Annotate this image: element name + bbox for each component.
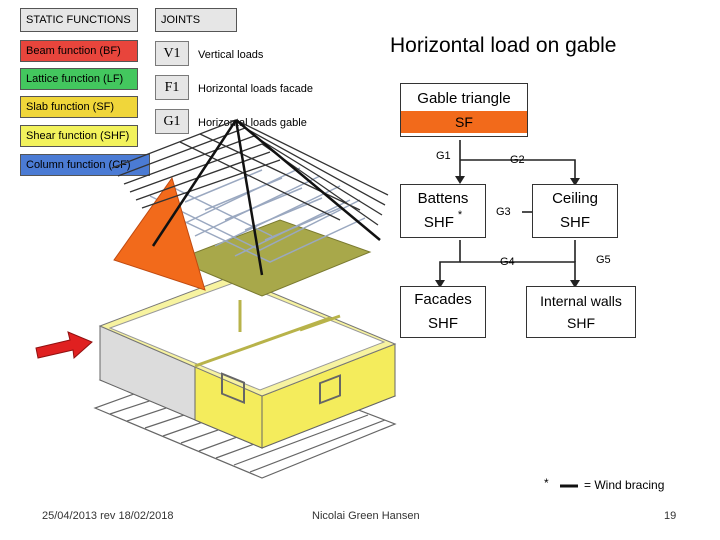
legend-beam-function: Beam function (BF): [20, 40, 138, 62]
battens-function: SHF: [423, 214, 454, 231]
battens-box: Battens SHF*: [400, 184, 486, 238]
joints-header: JOINTS: [155, 8, 237, 32]
wind-load-arrow: [35, 331, 93, 360]
joint-label-g2: G2: [510, 154, 525, 166]
legend-shear-function: Shear function (SHF): [20, 125, 138, 147]
internal-walls-function: SHF: [567, 315, 595, 331]
battens-title: Battens: [417, 190, 469, 207]
joint-label-g4: G4: [500, 256, 515, 268]
joint-code-f1: F1: [155, 75, 189, 100]
gable-triangle-function: SF: [401, 110, 527, 134]
joint-label-g3: G3: [496, 206, 511, 218]
joint-desc-v1: Vertical loads: [198, 49, 264, 61]
gable-triangle-title: Gable triangle: [417, 89, 511, 107]
ceiling-function: SHF: [560, 214, 590, 231]
ceiling-slab: [174, 219, 372, 297]
footer-page-number: 19: [664, 510, 677, 522]
battens-bracing-mark: *: [457, 209, 463, 221]
wind-bracing-note: = Wind bracing: [584, 478, 665, 492]
facades-box: Facades SHF: [400, 286, 486, 338]
wind-bracing: [151, 119, 381, 276]
roof-battens: [111, 119, 389, 226]
footer-date: 25/04/2013 rev 18/02/2018: [42, 510, 174, 522]
ground-floor-walls: [98, 275, 397, 449]
facades-function: SHF: [428, 315, 458, 332]
wind-bracing-star: *: [544, 476, 549, 490]
internal-walls-title: Internal walls: [540, 292, 622, 309]
ceiling-box: Ceiling SHF: [532, 184, 618, 238]
gable-triangle-box: Gable triangle SF: [400, 83, 528, 137]
joint-label-g1: G1: [436, 150, 451, 162]
static-functions-header: STATIC FUNCTIONS: [20, 8, 138, 32]
internal-walls-box: Internal walls SHF: [526, 286, 636, 338]
roof-trusses: [149, 167, 366, 263]
joint-code-g1: G1: [155, 109, 189, 134]
legend-column-function: Column function (CF): [20, 154, 150, 176]
flow-arrows: [439, 140, 576, 282]
joint-label-g5: G5: [596, 254, 611, 266]
legend-lattice-function: Lattice function (LF): [20, 68, 138, 90]
joint-code-v1: V1: [155, 41, 189, 66]
joint-desc-f1: Horizontal loads facade: [198, 83, 313, 95]
facades-title: Facades: [414, 291, 472, 308]
ceiling-title: Ceiling: [552, 190, 598, 207]
joint-desc-g1: Horizontal loads gable: [198, 117, 307, 129]
slide-title: Horizontal load on gable: [390, 34, 617, 57]
footer-author: Nicolai Green Hansen: [312, 510, 420, 522]
legend-slab-function: Slab function (SF): [20, 96, 138, 118]
